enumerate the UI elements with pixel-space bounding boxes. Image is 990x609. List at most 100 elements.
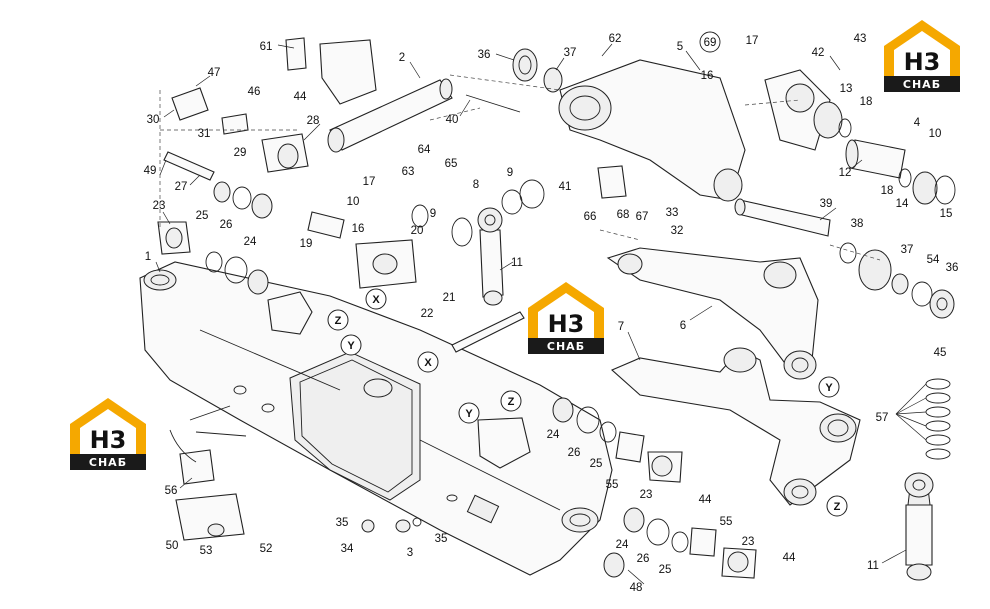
part-label-8: 8 [473, 179, 479, 191]
zone-marker-y: Y [340, 334, 362, 356]
logo-band [884, 76, 960, 92]
cylinder-11-upper [477, 207, 504, 306]
part-label-63: 63 [402, 166, 415, 178]
part-label-57: 57 [876, 412, 889, 424]
part-label-54: 54 [927, 254, 940, 266]
link-arm-7 [610, 347, 861, 506]
zone-marker-z: Z [500, 390, 522, 412]
logo-band-text: СНАБ [903, 78, 941, 91]
part-label-35: 35 [336, 517, 349, 529]
part-label-13: 13 [840, 83, 853, 95]
part-label-55: 55 [606, 479, 619, 491]
zone-marker-ring [458, 402, 480, 424]
part-label-20: 20 [411, 225, 424, 237]
part-label-44: 44 [294, 91, 307, 103]
zone-marker-ring [826, 495, 848, 517]
part-label-21: 21 [443, 292, 456, 304]
seal-stack [205, 48, 956, 553]
zone-marker-y: Y [818, 376, 840, 398]
part-label-2: 2 [399, 52, 405, 64]
logo-letters: H3 [904, 48, 941, 76]
logo-letters: H3 [548, 310, 585, 338]
pivot-pin-2 [327, 78, 453, 153]
part-label-32: 32 [671, 225, 684, 237]
part-label-9: 9 [430, 208, 436, 220]
part-label-11: 11 [511, 257, 523, 269]
zone-marker-letter: Z [335, 315, 342, 327]
part-label-3: 3 [407, 547, 413, 559]
axle-housing [139, 261, 613, 576]
part-label-41: 41 [559, 181, 572, 193]
phantom-lines [159, 74, 881, 261]
part-label-14: 14 [896, 198, 909, 210]
part-label-17: 17 [363, 176, 376, 188]
part-label-48: 48 [630, 582, 643, 594]
leader-lines [155, 43, 907, 585]
part-label-23: 23 [153, 200, 166, 212]
part-label-18: 18 [860, 96, 873, 108]
part-label-43: 43 [854, 33, 867, 45]
zone-marker-x: X [365, 288, 387, 310]
part-label-53: 53 [200, 545, 213, 557]
part-label-23: 23 [640, 489, 653, 501]
logo-band-text: СНАБ [547, 340, 585, 353]
zone-marker-y: Y [458, 402, 480, 424]
zone-marker-ring [500, 390, 522, 412]
o-ring-set-57 [895, 378, 951, 460]
part-label-33: 33 [666, 207, 679, 219]
part-label-15: 15 [940, 208, 953, 220]
part-label-37: 37 [901, 244, 914, 256]
zone-marker-z: Z [327, 309, 349, 331]
part-label-30: 30 [147, 114, 160, 126]
trunnion-bracket-5 [558, 59, 831, 202]
part-label-25: 25 [659, 564, 672, 576]
part-label-56: 56 [165, 485, 178, 497]
part-label-67: 67 [636, 211, 649, 223]
part-label-26: 26 [568, 447, 581, 459]
part-label-28: 28 [307, 115, 320, 127]
part-label-44: 44 [783, 552, 796, 564]
part-label-12: 12 [839, 167, 852, 179]
part-label-17: 17 [746, 35, 759, 47]
zone-marker-ring [417, 351, 439, 373]
shaft-39 [734, 198, 831, 237]
part-label-5: 5 [677, 41, 683, 53]
part-label-26: 26 [637, 553, 650, 565]
zone-marker-z: Z [826, 495, 848, 517]
logo-house-roof [70, 398, 146, 454]
part-label-40: 40 [446, 114, 459, 126]
pin-12 [845, 139, 906, 179]
part-label-68: 68 [617, 209, 630, 221]
zone-marker-letter: Y [825, 382, 833, 394]
part-label-45: 45 [934, 347, 947, 359]
part-label-64: 64 [418, 144, 431, 156]
part-label-24: 24 [547, 429, 560, 441]
part-label-35: 35 [435, 533, 448, 545]
part-label-39: 39 [820, 198, 833, 210]
part-label-65: 65 [445, 158, 458, 170]
part-label-52: 52 [260, 543, 273, 555]
zone-marker-ring [818, 376, 840, 398]
part-label-6: 6 [680, 320, 686, 332]
zone-marker-ring [327, 309, 349, 331]
part-label-4: 4 [914, 117, 921, 129]
part-label-25: 25 [196, 210, 209, 222]
part-label-1: 1 [145, 251, 151, 263]
part-label-42: 42 [812, 47, 825, 59]
part-label-49: 49 [144, 165, 157, 177]
zone-marker-x: X [417, 351, 439, 373]
part-label-18: 18 [881, 185, 894, 197]
part-label-10: 10 [347, 196, 360, 208]
part-label-7: 7 [618, 321, 624, 333]
flanges [157, 133, 757, 579]
part-label-19: 19 [300, 238, 313, 250]
part-label-50: 50 [166, 540, 179, 552]
part-label-62: 62 [609, 33, 622, 45]
small-parts [163, 37, 627, 578]
part-label-66: 66 [584, 211, 597, 223]
part-label-46: 46 [248, 86, 261, 98]
part-label-24: 24 [616, 539, 629, 551]
